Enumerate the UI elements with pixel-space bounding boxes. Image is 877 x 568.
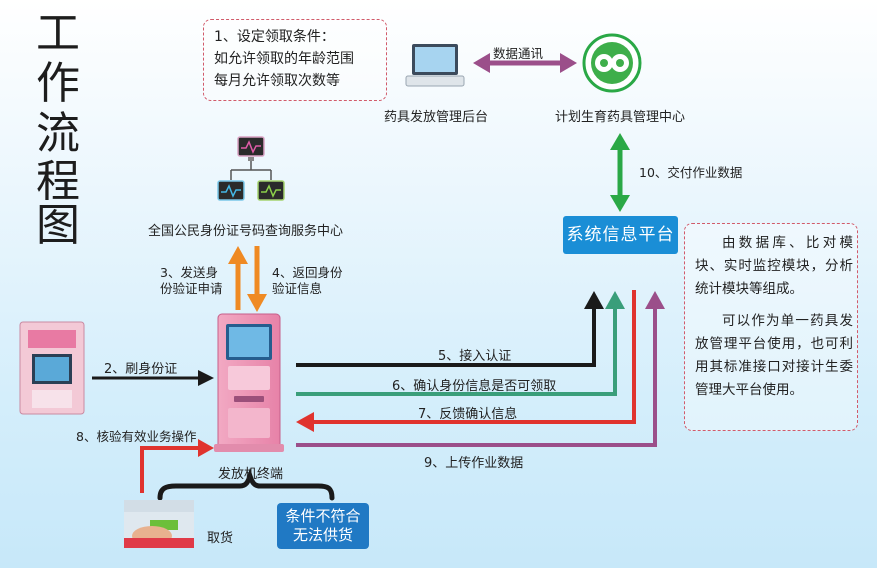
step-3-label-line-1: 3、发送身 [160,265,218,280]
step-8-label: 8、核验有效业务操作 [76,429,197,444]
branch-brace [157,468,335,501]
step-2-label: 2、刷身份证 [104,362,178,377]
arrow-step-3 [228,246,248,310]
network-computers-icon [217,136,285,201]
arrow-step-10 [610,133,630,212]
conditions-note: 1、设定领取条件： 如允许领取的年龄范围 每月允许领取次数等 [203,19,387,101]
conditions-line-3: 每月允许领取次数等 [214,73,340,89]
title-char-5: 图 [36,200,80,251]
title-char-2: 作 [36,58,80,109]
description-para-1: 由数据库、比对模块、实时监控模块，分析统计模块等组成。 [695,235,853,297]
arrow-step-7 [296,290,636,432]
arrow-step-2 [92,370,214,386]
unavailable-line-1: 条件不符合 [285,507,361,525]
data-comm-arrow [473,53,577,73]
id-service-center-label: 全国公民身份证号码查询服务中心 [148,224,344,239]
monitor-icon [405,44,465,87]
unavailable-box: 条件不符合 无法供货 [277,503,369,549]
terminal-label: 发放机终端 [218,467,284,482]
arrow-step-6 [296,291,625,396]
family-center-label: 计划生育药具管理中心 [555,110,686,125]
step-5-label: 5、接入认证 [438,349,512,364]
step-4-label-line-1: 4、返回身份 [272,265,343,280]
title-char-1: 工 [36,8,80,59]
title-char-3: 流 [36,108,80,159]
pickup-hand-icon [124,500,194,548]
data-comm-label: 数据通讯 [493,46,544,61]
card-reader-icon [19,321,85,415]
conditions-line-2: 如允许领取的年龄范围 [214,51,354,67]
arrow-step-5 [296,291,604,367]
step-9-label: 9、上传作业数据 [424,456,524,471]
step-3-label-line-2: 份验证申请 [160,281,223,296]
unavailable-line-2: 无法供货 [292,526,353,544]
step-4-label-line-2: 验证信息 [272,281,323,296]
description-note [684,223,858,431]
step-10-label: 10、交付作业数据 [639,165,743,180]
step-6-label: 6、确认身份信息是否可领取 [392,379,557,394]
conditions-line-1: 1、设定领取条件： [214,29,335,45]
kiosk-terminal-icon [214,313,284,452]
pickup-label: 取货 [207,531,234,546]
family-planning-logo [582,33,642,93]
system-platform-box: 系统信息平台 [563,216,678,254]
description-para-2: 可以作为单一药具发放管理平台使用，也可利用其标准接口对接计生委管理大平台使用。 [695,313,853,398]
description-text: 由数据库、比对模块、实时监控模块，分析统计模块等组成。 可以作为单一药具发放管理… [695,232,853,402]
arrow-step-8 [140,439,214,493]
arrow-step-4 [247,246,267,312]
admin-backend-label: 药具发放管理后台 [384,110,489,125]
step-7-label: 7、反馈确认信息 [418,407,518,422]
arrow-step-9 [296,291,665,447]
title-char-4: 程 [36,156,80,207]
